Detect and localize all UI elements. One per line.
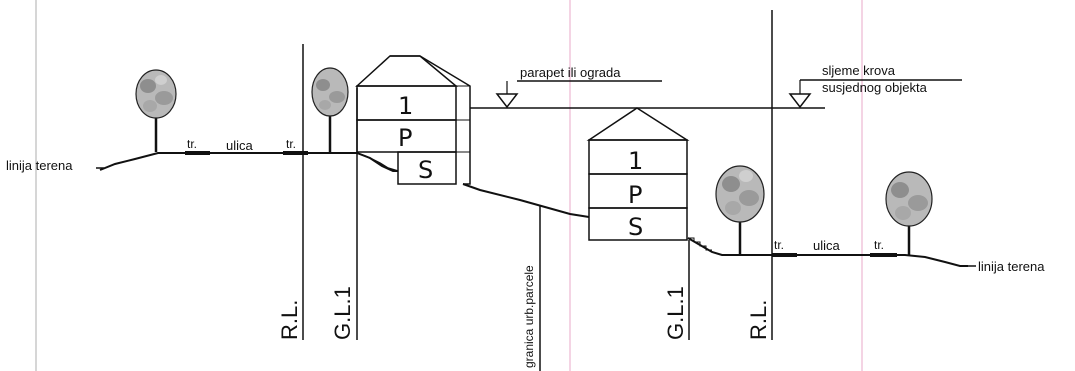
ridge-label-line2: susjednog objekta — [822, 80, 928, 95]
building-line-right-label: G.L.1 — [663, 286, 688, 340]
tree-icon — [885, 171, 933, 255]
building-right-floor-p-label: P — [628, 181, 642, 209]
parcel-boundary-label: granica urb.parcele — [522, 265, 536, 368]
sidewalk-label-left-b: tr. — [286, 137, 296, 151]
ridge-marker — [788, 79, 962, 109]
building-right-floor-1-label: 1 — [628, 147, 643, 175]
building-left-floor-s-label: S — [418, 156, 433, 184]
tree-icon — [715, 165, 765, 254]
sidewalk-label-left-a: tr. — [187, 137, 197, 151]
ridge-label-line1: sljeme krova — [822, 63, 896, 78]
parapet-label: parapet ili ograda — [520, 65, 621, 80]
building-left: 1 P S — [355, 55, 471, 185]
regulation-line-right-label: R.L. — [746, 300, 771, 340]
terrain-steps-left — [356, 152, 399, 172]
tree-icon — [135, 69, 177, 152]
terrain-label-right: linija terena — [978, 259, 1045, 274]
building-left-floor-s — [397, 151, 457, 185]
building-right: 1 P S — [586, 107, 690, 241]
building-left-floor-1-label: 1 — [398, 92, 413, 120]
street-label-left: ulica — [226, 138, 254, 153]
parapet-marker — [495, 80, 662, 109]
building-right-floor-s-label: S — [628, 213, 643, 241]
street-label-right: ulica — [813, 238, 841, 253]
building-left-floor-p-label: P — [398, 124, 412, 152]
sidewalk-label-right-a: tr. — [774, 238, 784, 252]
building-line-left-label: G.L.1 — [330, 286, 355, 340]
building-right-floor-s — [588, 207, 688, 241]
sidewalk-label-right-b: tr. — [874, 238, 884, 252]
terrain-steps-right — [688, 237, 712, 251]
ridge-marker-triangle — [788, 93, 812, 109]
terrain-label-left: linija terena — [6, 158, 73, 173]
regulation-line-left-label: R.L. — [277, 300, 302, 340]
tree-icon — [311, 67, 349, 152]
building-left-back-gable — [419, 55, 471, 185]
